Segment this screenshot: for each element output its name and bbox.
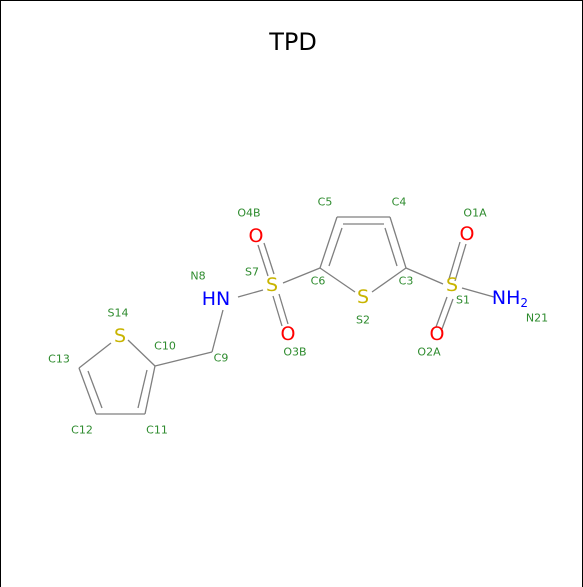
bond-s14-c10 <box>127 339 156 367</box>
bond-s1-o2a-b <box>441 298 454 330</box>
bond-c4-c3-inner <box>384 227 398 267</box>
label-o2a: O2A <box>417 346 441 359</box>
bond-s7-o4b-b <box>263 242 275 275</box>
bond-s7-o3b-a <box>272 295 283 327</box>
bond-c3-s1 <box>405 267 444 285</box>
bond-s7-o3b-b <box>278 293 289 325</box>
bond-c6-s7 <box>282 267 321 284</box>
label-c11: C11 <box>146 424 168 437</box>
atom-s1: S <box>446 274 458 296</box>
bond-c13-c12 <box>78 367 97 415</box>
label-s7: S7 <box>245 266 259 279</box>
label-o1a: O1A <box>463 207 487 220</box>
label-c9: C9 <box>214 352 229 365</box>
atom-n8: HN <box>202 288 231 310</box>
bond-n8-c9 <box>211 309 224 353</box>
diagram-title: TPD <box>268 28 317 56</box>
bond-s1-o1a-b <box>454 243 467 282</box>
atom-o3b: O <box>281 323 296 345</box>
label-o3b: O3B <box>283 346 306 359</box>
bond-s1-n21 <box>461 287 495 298</box>
bond-c5-c6 <box>319 216 338 269</box>
bond-c9-c10 <box>154 351 213 367</box>
bond-c13-c12-inner <box>87 370 103 409</box>
label-s1: S1 <box>456 294 470 307</box>
label-c4: C4 <box>392 196 407 209</box>
bond-c11-c10 <box>144 365 156 415</box>
bond-s7-n8 <box>237 289 264 298</box>
bond-c4-c3 <box>389 216 407 269</box>
atom-s7: S <box>266 274 278 296</box>
bond-s14-c13 <box>78 342 112 369</box>
label-c10: C10 <box>154 340 176 353</box>
bond-s7-o4b-a <box>257 244 269 277</box>
label-o4b: O4B <box>237 207 260 220</box>
label-s2: S2 <box>356 314 370 327</box>
label-n8: N8 <box>190 270 205 283</box>
atom-o1a: O <box>460 223 475 245</box>
atom-n21: NH2 <box>492 287 528 310</box>
bond-c11-c10-inner <box>137 369 148 409</box>
bond-s1-o1a-a <box>448 241 461 280</box>
label-c3: C3 <box>399 275 414 288</box>
atom-o2a: O <box>430 323 445 345</box>
bond-c5-c6-inner <box>328 227 343 267</box>
bond-s1-o2a-a <box>435 296 448 328</box>
label-c6: C6 <box>311 275 326 288</box>
label-s14: S14 <box>108 307 129 320</box>
atom-s2: S <box>357 286 369 308</box>
label-c5: C5 <box>318 196 333 209</box>
atom-s14: S <box>114 325 126 347</box>
bond-c6-s2 <box>319 267 356 293</box>
atom-o4b: O <box>249 225 264 247</box>
bond-c3-s2 <box>371 267 407 293</box>
label-n21: N21 <box>526 312 548 325</box>
label-c13: C13 <box>48 353 70 366</box>
label-c12: C12 <box>71 424 93 437</box>
